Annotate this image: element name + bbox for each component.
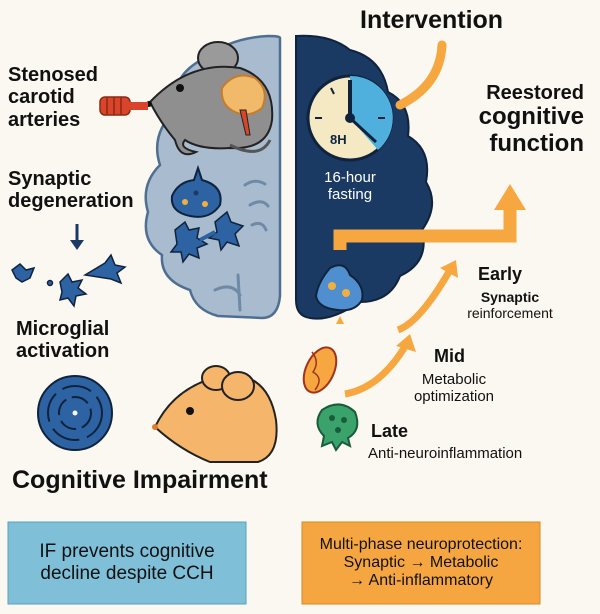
summary-box-blue <box>7 521 247 605</box>
phase-early-desc: Synaptic reinforcement <box>448 289 572 321</box>
summary-left-text: IF prevents cognitive decline despite CC… <box>8 522 246 604</box>
intervention-label: Intervention <box>360 6 504 34</box>
restore-arrow <box>333 205 517 250</box>
phase-early-name: Early <box>478 264 523 284</box>
fragmented-microglia-icon <box>11 253 127 308</box>
synapse-icon <box>314 264 364 324</box>
label-line: Synaptic <box>480 289 540 305</box>
phase-mid-desc: Metabolic optimization <box>398 371 510 406</box>
label-line: activation <box>16 340 110 363</box>
label-line: → Anti-inflammatory <box>348 572 494 589</box>
green-microglia-icon <box>316 403 359 452</box>
label-line: degeneration <box>8 190 134 213</box>
restore-arrowhead <box>494 184 526 210</box>
intervention-arrow <box>395 40 447 110</box>
label-line: function <box>489 130 584 158</box>
restored-function-label: Reestored cognitive function <box>452 82 584 158</box>
label-line: Multi-phase neuroprotection: <box>319 536 523 553</box>
clock-label: 8H <box>330 132 347 147</box>
clock-icon <box>306 74 394 162</box>
mitochondrion-icon <box>302 346 338 394</box>
label-line: optimization <box>413 387 495 405</box>
microglia-cluster-icon <box>169 210 245 264</box>
label-line: fasting <box>327 185 373 203</box>
label-line: arteries <box>8 108 81 131</box>
label-line: decline despite CCH <box>40 563 214 584</box>
synaptic-degeneration-label: Synaptic degeneration <box>8 168 134 213</box>
label-line: 16-hour <box>324 169 376 186</box>
label-line: Synaptic → Metabolic <box>343 554 499 571</box>
label-line: IF prevents cognitive <box>39 541 215 562</box>
stenosed-artery-icon <box>99 96 148 116</box>
label-line: Stenosed <box>8 64 99 86</box>
cognitive-impairment-label: Cognitive Impairment <box>12 466 268 494</box>
maze-icon <box>37 375 113 451</box>
phase-late-name: Late <box>371 421 409 441</box>
summary-box-orange <box>301 521 541 605</box>
fasting-label: 16-hour fasting <box>310 169 390 204</box>
early-phase-arrow <box>396 268 454 334</box>
mid-phase-arrow <box>344 343 409 398</box>
label-line: carotid <box>8 86 75 109</box>
gray-mouse-icon <box>146 41 274 156</box>
label-line: cognitive <box>478 103 584 131</box>
orange-mouse-icon <box>152 365 278 463</box>
phase-late-desc: Anti-neuroinflammation <box>368 445 523 462</box>
label-line: Metabolic <box>421 371 487 388</box>
label-line: reinforcement <box>467 304 553 321</box>
label-line: Reestored <box>486 82 584 104</box>
stenosed-carotid-label: Stenosed carotid arteries <box>8 64 98 131</box>
label-line: Microglial <box>16 318 110 340</box>
down-arrow-icon <box>70 224 84 250</box>
microglial-activation-label: Microglial activation <box>16 318 109 363</box>
phase-mid-name: Mid <box>434 346 465 366</box>
summary-right-text: Multi-phase neuroprotection: Synaptic → … <box>302 522 540 604</box>
label-line: Synaptic <box>8 168 92 190</box>
degenerated-neuron-icon <box>170 164 222 218</box>
brain-sulci <box>213 179 270 312</box>
